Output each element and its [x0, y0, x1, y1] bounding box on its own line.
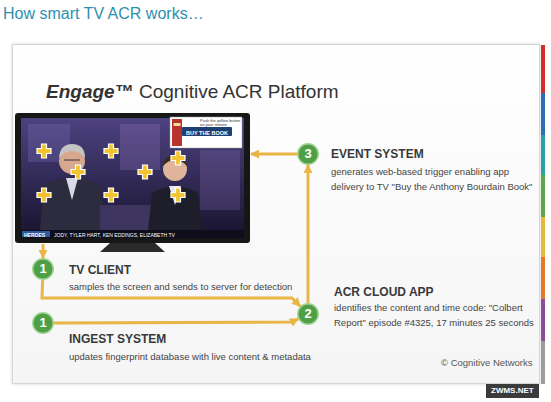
step-circle: 1INGEST SYSTEMupdates fingerprint databa…: [32, 312, 54, 334]
studio-desk: [100, 205, 170, 230]
platform-title: Cognitive ACR Platform: [139, 82, 339, 102]
host-shirt: [169, 186, 181, 205]
stripe-segment: [541, 93, 545, 135]
guest-body: [40, 178, 104, 231]
book-detail: [174, 123, 181, 126]
book-cover: [172, 119, 182, 146]
tv-screen-node: BUY THE BOOK Push the yellow button on yo…: [16, 114, 251, 244]
sample-point: [138, 165, 152, 179]
step-number: 1: [32, 312, 54, 334]
studio-panel: [200, 150, 240, 210]
guest-head: [59, 148, 85, 174]
step-number: 1: [32, 258, 54, 280]
step-circle-shape: [298, 144, 319, 165]
step-heading: ACR CLOUD APP: [334, 285, 434, 299]
ticker-bar: [21, 230, 244, 238]
ad-button: [182, 127, 232, 136]
tv-stand: [100, 243, 165, 252]
page-title: How smart TV ACR works…: [3, 5, 204, 23]
host-body: [148, 187, 202, 231]
sample-point: [37, 144, 51, 158]
step-circle-shape: [33, 313, 54, 334]
step-circle: 3EVENT SYSTEMgenerates web-based trigger…: [297, 143, 319, 165]
color-stripe: [541, 45, 545, 384]
step-number: 3: [297, 143, 319, 165]
sample-point: [171, 151, 185, 165]
platform-panel: Engage™Cognitive ACR Platform © Cognitive…: [12, 44, 540, 384]
step-body: samples the screen and sends to server f…: [69, 280, 292, 295]
stripe-segment: [541, 217, 545, 257]
step-heading: TV CLIENT: [69, 263, 131, 277]
host-head: [163, 157, 187, 181]
step-circle: 1TV CLIENTsamples the screen and sends t…: [32, 258, 54, 280]
flow-arrow: [307, 165, 310, 303]
step-circle-shape: [33, 259, 54, 280]
studio-panel: [120, 124, 160, 170]
step-body: identifies the content and time code: "C…: [334, 301, 534, 330]
stripe-segment: [541, 341, 545, 384]
guest-hair: [59, 144, 85, 158]
step-circle-shape: [298, 304, 319, 325]
ad-box: [170, 117, 242, 148]
guest-glasses: [64, 160, 80, 161]
sample-point: [37, 188, 51, 202]
step-circle: 2ACR CLOUD APPidentifies the content and…: [297, 303, 319, 325]
ad-button-text: BUY THE BOOK: [186, 130, 228, 136]
stripe-segment: [541, 299, 545, 341]
tv-illustration: [15, 113, 250, 252]
step-body: generates web-based trigger enabling app…: [331, 164, 543, 194]
flow-arrow: [54, 319, 298, 323]
flow-arrow: [42, 244, 45, 258]
stripe-segment: [541, 135, 545, 175]
stripe-segment: [541, 257, 545, 299]
tv-screen: [21, 118, 244, 230]
studio-panel: [28, 124, 70, 162]
host-hair: [163, 155, 187, 166]
ticker-text: JODY, TYLER HART, KEN EDDINGS, ELIZABETH…: [54, 233, 175, 238]
guest-shirt: [66, 178, 78, 200]
sample-point: [171, 188, 185, 202]
step-body: updates fingerprint database with live c…: [69, 350, 311, 365]
sample-point: [104, 188, 118, 202]
flow-arrow: [42, 280, 300, 306]
stripe-segment: [541, 45, 545, 93]
copyright-note: © Cognitive Networks: [441, 357, 532, 368]
sample-point: [104, 144, 118, 158]
platform-brand: Engage™: [46, 82, 134, 102]
stripe-segment: [541, 175, 545, 217]
ticker-tag: [22, 231, 50, 237]
sample-point: [71, 165, 85, 179]
flow-arrow: [251, 153, 297, 156]
step-heading: EVENT SYSTEM: [331, 147, 424, 161]
ad-hint-text: Push the yellow button on your remote: [200, 119, 242, 128]
step-number: 2: [297, 303, 319, 325]
sample-markers: [37, 144, 185, 202]
step-heading: INGEST SYSTEM: [69, 332, 166, 346]
ticker-tag-text: HEROES: [24, 233, 45, 238]
watermark: ZWMS.NET: [486, 384, 539, 398]
tv-bezel: [15, 113, 250, 243]
